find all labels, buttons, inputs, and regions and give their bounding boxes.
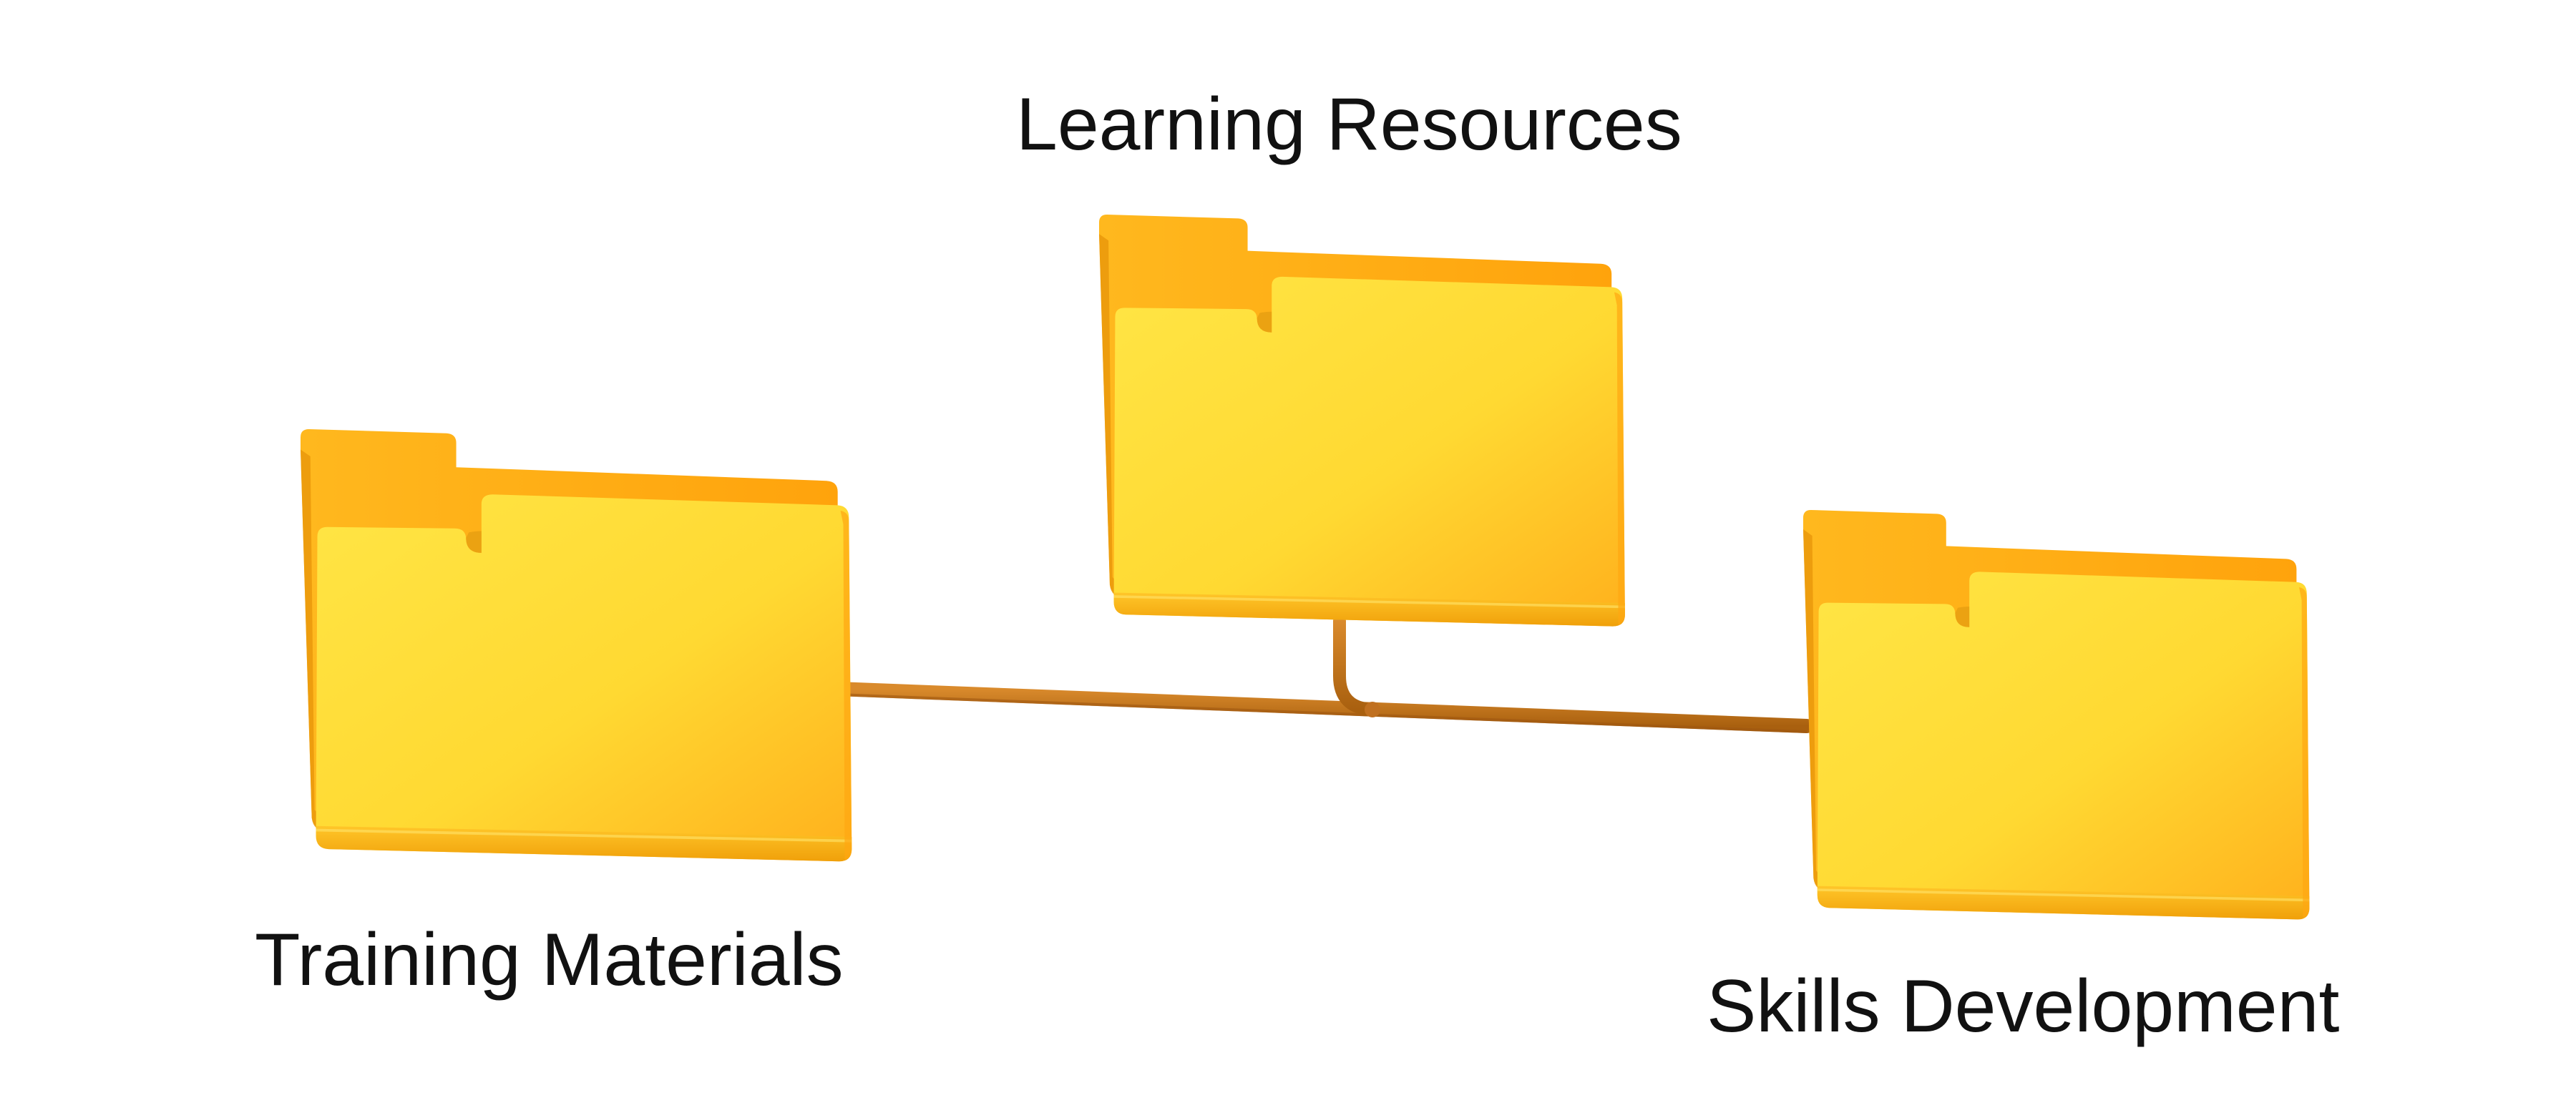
connector-vertical: [1333, 614, 1379, 716]
folder-icon-learning-resources[interactable]: [1098, 213, 1626, 628]
connector-lines: [830, 614, 1814, 733]
connector-horizontal: [830, 682, 1814, 733]
label-training-materials: Training Materials: [255, 918, 844, 1001]
label-skills-development: Skills Development: [1707, 965, 2340, 1048]
label-learning-resources: Learning Resources: [1016, 83, 1682, 166]
connector-junction: [1365, 702, 1380, 717]
folder-icon-training-materials[interactable]: [299, 428, 854, 863]
folder-icon-skills-development[interactable]: [1802, 509, 2311, 921]
